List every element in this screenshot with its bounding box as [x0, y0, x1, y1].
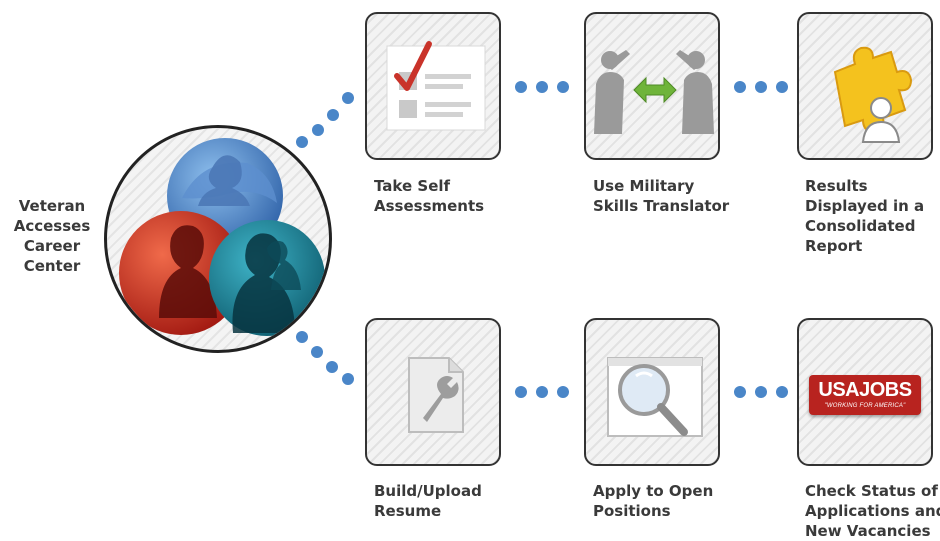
step-card-check-status: USAJOBS "WORKING FOR AMERICA"	[797, 318, 933, 466]
step-card-skills-translator	[584, 12, 720, 160]
people-globe-icon	[119, 138, 325, 336]
step-card-self-assessments	[365, 12, 501, 160]
step-card-apply-positions	[584, 318, 720, 466]
step-caption-build-resume: Build/Upload Resume	[374, 482, 482, 520]
step-caption-self-assessments: Take Self Assessments	[374, 177, 485, 215]
magnifier-window-icon	[607, 357, 703, 437]
usajobs-tagline: "WORKING FOR AMERICA"	[824, 403, 906, 409]
usajobs-brand: USAJOBS	[818, 379, 912, 401]
step-caption-check-status: Check Status of Applications and New Vac…	[805, 482, 940, 540]
salute-exchange-icon	[594, 50, 714, 134]
step-card-build-resume	[365, 318, 501, 466]
step-card-results-report	[797, 12, 933, 160]
usajobs-logo: USAJOBS "WORKING FOR AMERICA"	[809, 375, 921, 415]
step-caption-skills-translator: Use Military Skills Translator	[593, 177, 730, 215]
center-label: Veteran Accesses Career Center	[13, 197, 91, 275]
step-caption-apply-positions: Apply to Open Positions	[593, 482, 714, 520]
puzzle-user-icon	[833, 46, 913, 143]
career-center-hub	[104, 125, 332, 353]
wrench-document-icon	[408, 357, 464, 433]
step-caption-results-report: Results Displayed in a Consolidated Repo…	[805, 177, 925, 255]
checklist-icon	[386, 41, 486, 131]
